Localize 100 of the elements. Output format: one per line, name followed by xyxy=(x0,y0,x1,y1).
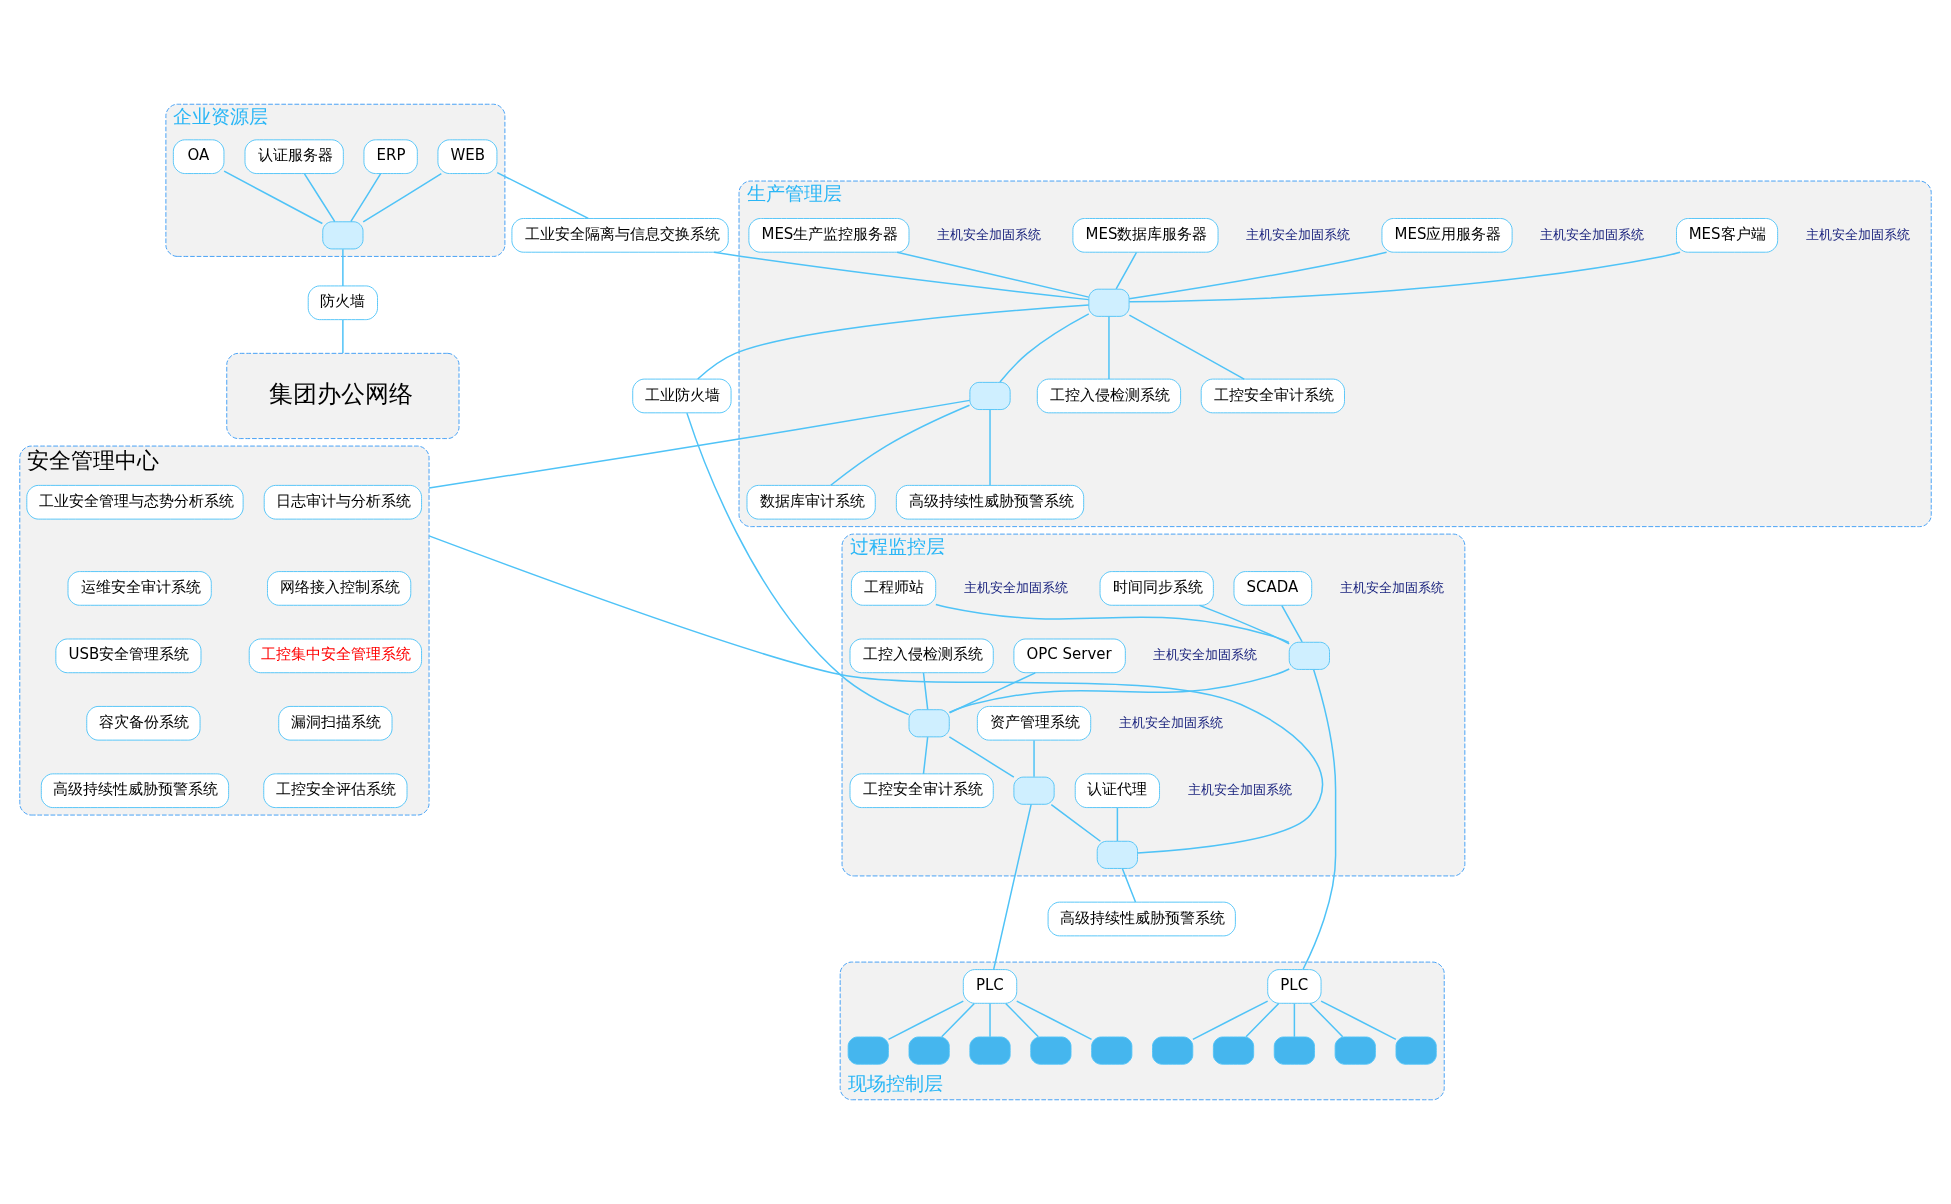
node-box: 工程师站 xyxy=(850,571,937,606)
node-box: 高级持续性威胁预警系统 xyxy=(40,773,230,809)
connector xyxy=(948,672,1036,714)
node-box: 运维安全审计系统 xyxy=(67,571,212,606)
connector xyxy=(686,412,910,716)
connector xyxy=(428,535,1324,854)
node-box xyxy=(1088,288,1130,317)
node-box: SCADA xyxy=(1233,571,1313,606)
connector xyxy=(989,1002,991,1038)
node-box: OPC Server xyxy=(1013,638,1126,674)
connector xyxy=(1050,803,1102,842)
node-box xyxy=(1334,1036,1376,1065)
connector xyxy=(922,736,929,775)
connector xyxy=(1116,806,1119,842)
node-label: 主机安全加固系统 xyxy=(1339,579,1444,595)
node-box: 工业防火墙 xyxy=(632,378,732,414)
node-box xyxy=(322,221,364,250)
connector xyxy=(935,603,1290,644)
connector xyxy=(948,736,1015,778)
node-box: 集团办公网络 xyxy=(226,352,460,440)
connector xyxy=(1320,1000,1397,1041)
connector xyxy=(428,399,971,489)
connector xyxy=(342,248,344,287)
node-box: PLC xyxy=(962,969,1018,1004)
node-box: MES数据库服务器 xyxy=(1072,218,1219,253)
connector xyxy=(989,408,991,487)
connector xyxy=(496,171,589,220)
node-box: 工控安全评估系统 xyxy=(263,773,408,809)
connector xyxy=(1128,251,1388,300)
node-label: 主机安全加固系统 xyxy=(1153,647,1258,663)
node-box: 工控安全审计系统 xyxy=(1200,378,1345,414)
node-box xyxy=(1030,1036,1072,1065)
connector xyxy=(223,170,324,225)
node-box: 工业安全隔离与信息交换系统 xyxy=(511,218,729,253)
node-box: 数据库审计系统 xyxy=(746,484,876,520)
connector xyxy=(1108,315,1110,380)
connector xyxy=(342,319,344,354)
connector xyxy=(350,173,382,223)
node-box: PLC xyxy=(1267,969,1322,1004)
connector xyxy=(1245,1002,1280,1038)
node-box xyxy=(1091,1036,1133,1065)
node-box: 日志审计与分析系统 xyxy=(263,484,423,520)
node-box: MES生产监控服务器 xyxy=(748,218,910,253)
connector xyxy=(948,668,1290,714)
connector xyxy=(362,172,443,223)
connector xyxy=(303,173,336,223)
node-box: 容灾备份系统 xyxy=(86,705,201,741)
connector xyxy=(940,1002,976,1038)
node-box: 认证代理 xyxy=(1074,773,1160,809)
node-box xyxy=(1288,641,1330,670)
node-label: 主机安全加固系统 xyxy=(1188,782,1293,798)
node-label: 主机安全加固系统 xyxy=(1540,226,1645,242)
connector xyxy=(896,251,1090,298)
connector xyxy=(1309,1002,1344,1038)
connector xyxy=(1293,1002,1296,1038)
node-box xyxy=(908,709,950,738)
node-box: USB安全管理系统 xyxy=(55,638,202,674)
node-box xyxy=(1096,840,1138,869)
connector xyxy=(1198,604,1290,645)
node-box: 认证服务器 xyxy=(244,139,344,174)
connector xyxy=(697,304,1090,380)
connector xyxy=(1016,1000,1093,1041)
node-box: 网络接入控制系统 xyxy=(267,571,412,606)
node-label: 主机安全加固系统 xyxy=(1118,714,1223,730)
node-box xyxy=(1013,776,1055,805)
node-box: WEB xyxy=(437,139,498,174)
connector xyxy=(1128,314,1245,380)
node-box: OA xyxy=(172,139,225,174)
node-label: 主机安全加固系统 xyxy=(964,579,1069,595)
node-label: 主机安全加固系统 xyxy=(937,226,1042,242)
connector xyxy=(1004,1002,1040,1038)
connector xyxy=(1302,668,1337,970)
node-box: 工控安全审计系统 xyxy=(849,773,994,809)
connector xyxy=(1121,867,1137,903)
node-box: MES应用服务器 xyxy=(1381,218,1513,253)
node-box xyxy=(1395,1036,1437,1065)
node-box: ERP xyxy=(363,139,418,174)
connector xyxy=(1128,251,1681,303)
connector xyxy=(992,803,1032,971)
node-box xyxy=(969,1036,1011,1065)
node-box xyxy=(908,1036,950,1065)
node-box xyxy=(847,1036,889,1065)
connector xyxy=(830,404,971,486)
node-box xyxy=(1212,1036,1255,1065)
node-box: 工控入侵检测系统 xyxy=(1036,378,1182,414)
node-label: 主机安全加固系统 xyxy=(1806,226,1911,242)
connector xyxy=(1192,1000,1269,1041)
node-box xyxy=(1152,1036,1194,1065)
node-box: 工业安全管理与态势分析系统 xyxy=(26,484,244,520)
connector xyxy=(1115,251,1138,290)
connector xyxy=(713,251,1090,301)
node-box: 防火墙 xyxy=(307,285,378,321)
node-box: 工控集中安全管理系统 xyxy=(248,638,423,674)
node-box: MES客户端 xyxy=(1676,218,1779,253)
node-box xyxy=(1273,1036,1315,1065)
node-box: 高级持续性威胁预警系统 xyxy=(895,484,1085,520)
node-box: 漏洞扫描系统 xyxy=(278,705,393,741)
node-label: 主机安全加固系统 xyxy=(1246,226,1351,242)
connector xyxy=(1033,739,1035,778)
node-box: 时间同步系统 xyxy=(1099,571,1214,606)
